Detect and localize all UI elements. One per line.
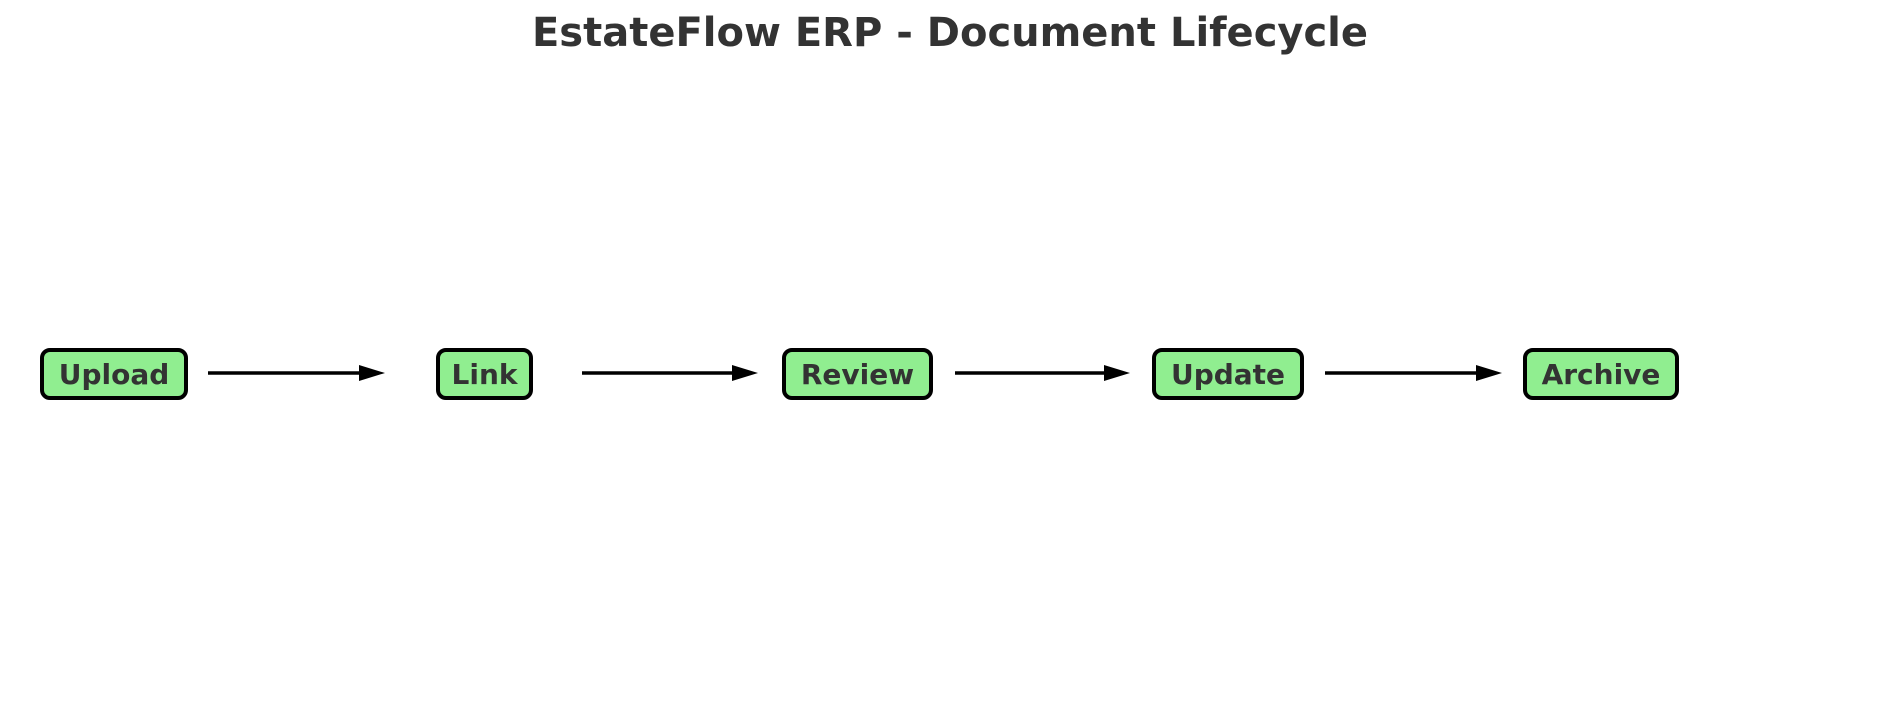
- flow-node-upload: Upload: [40, 348, 188, 400]
- flow-node-link: Link: [436, 348, 533, 400]
- arrow-review-to-update: [955, 365, 1130, 381]
- flow-node-archive: Archive: [1523, 348, 1679, 400]
- diagram-title: EstateFlow ERP - Document Lifecycle: [531, 10, 1369, 56]
- arrow-update-to-archive: [1325, 365, 1502, 381]
- arrow-link-to-review: [582, 365, 758, 381]
- arrow-upload-to-link: [208, 365, 385, 381]
- flow-node-review: Review: [782, 348, 933, 400]
- flow-node-update: Update: [1152, 348, 1304, 400]
